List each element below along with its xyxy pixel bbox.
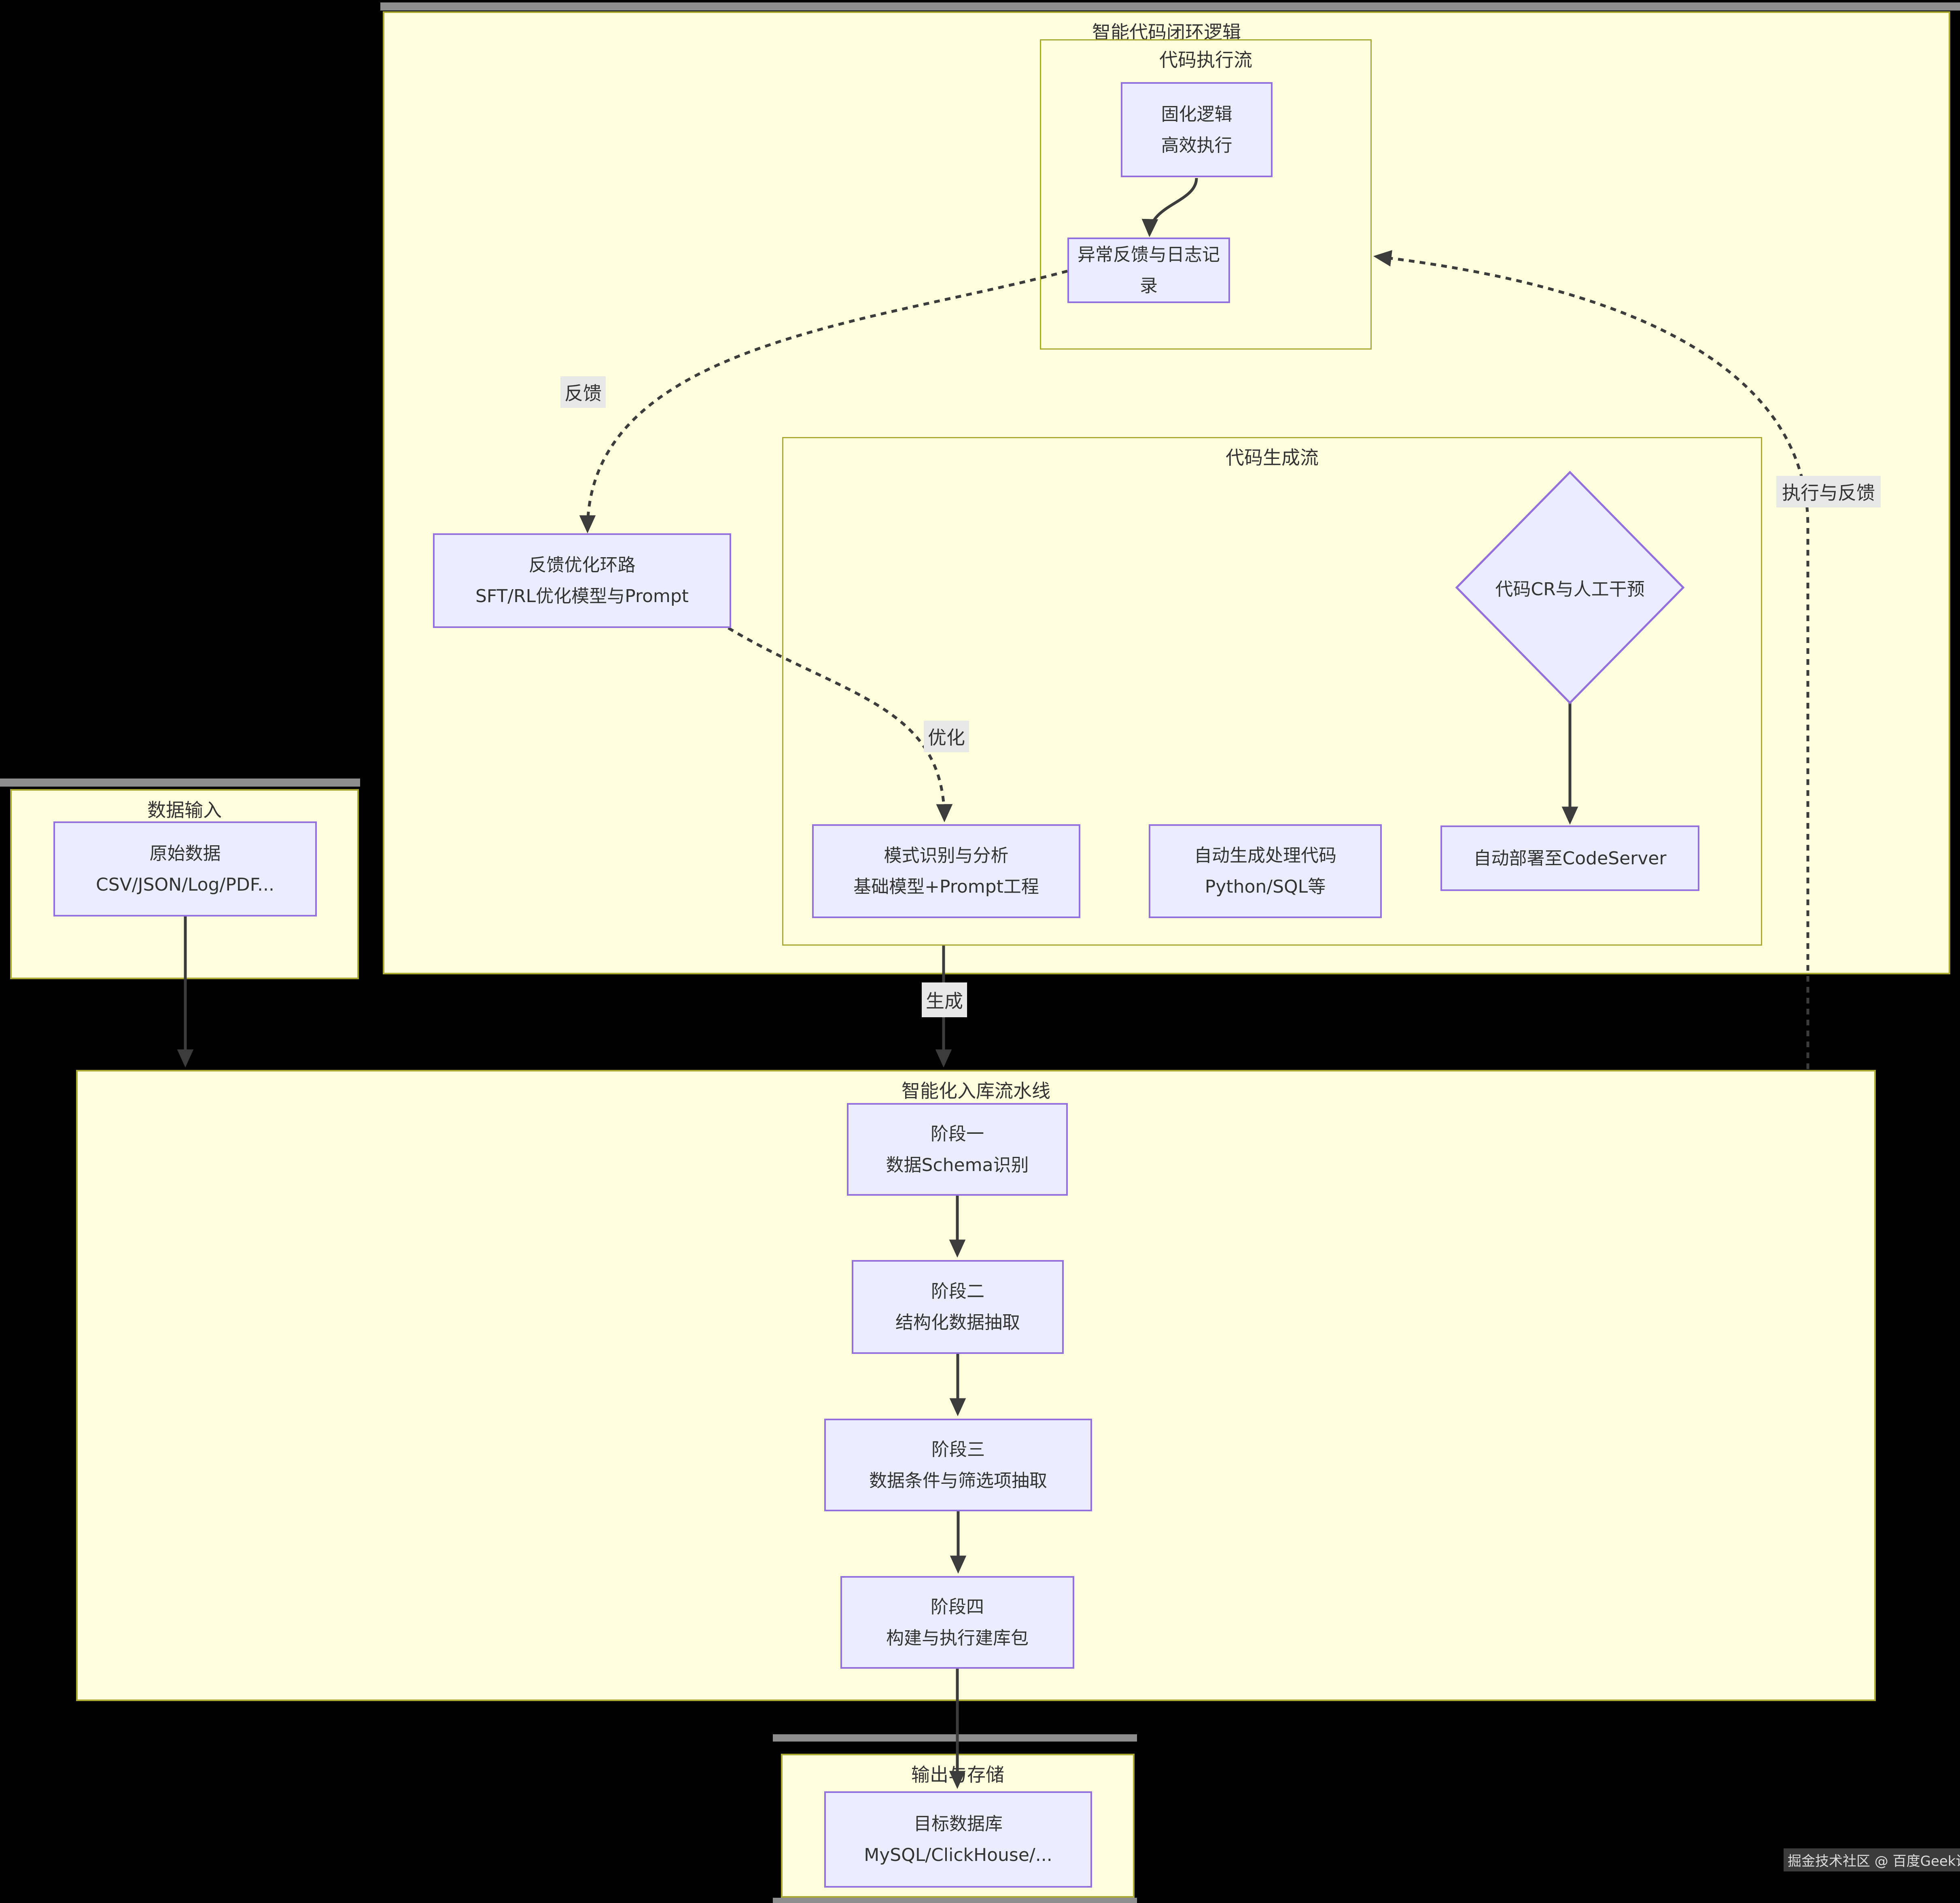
node-line: CSV/JSON/Log/PDF... (96, 874, 274, 895)
edge-label-optimize: 优化 (924, 721, 969, 752)
node-line: 高效执行 (1161, 135, 1232, 156)
node-line: 构建与执行建库包 (886, 1627, 1029, 1648)
node-line: 目标数据库 (914, 1814, 1003, 1834)
node-line: 阶段四 (931, 1596, 984, 1617)
node-line: 原始数据 (149, 843, 221, 864)
node-stage2: 阶段二 结构化数据抽取 (852, 1260, 1064, 1354)
node-line: 数据Schema识别 (886, 1154, 1029, 1175)
node-pattern-recognition: 模式识别与分析 基础模型+Prompt工程 (812, 824, 1080, 918)
node-line: Python/SQL等 (1205, 876, 1326, 897)
node-feedback-loop: 反馈优化环路 SFT/RL优化模型与Prompt (433, 533, 731, 628)
watermark-text: 掘金技术社区 @ 百度Geek说 (1784, 1848, 1960, 1871)
container-gen-flow-title: 代码生成流 (1226, 447, 1319, 469)
node-line: 反馈优化环路 (528, 555, 636, 575)
node-line: 自动部署至CodeServer (1473, 848, 1667, 869)
node-code-cr-label: 代码CR与人工干预 (1457, 558, 1683, 617)
node-stage3: 阶段三 数据条件与筛选项抽取 (824, 1419, 1092, 1511)
container-exec-flow-title: 代码执行流 (1159, 49, 1252, 71)
container-output-title: 输出与存储 (911, 1764, 1004, 1786)
edge-artifact-strip (0, 779, 360, 787)
node-line: 阶段二 (931, 1281, 984, 1302)
container-data-input-title: 数据输入 (147, 799, 222, 821)
edge-artifact-strip (773, 1734, 1137, 1742)
node-line: 数据条件与筛选项抽取 (869, 1470, 1047, 1491)
node-raw-data: 原始数据 CSV/JSON/Log/PDF... (53, 821, 317, 916)
container-pipeline-title: 智能化入库流水线 (902, 1080, 1050, 1102)
node-line: 模式识别与分析 (884, 845, 1009, 866)
edge-artifact-strip (380, 2, 1960, 11)
node-stage1: 阶段一 数据Schema识别 (847, 1103, 1068, 1196)
node-line: MySQL/ClickHouse/... (864, 1845, 1052, 1865)
node-line: 代码CR与人工干预 (1495, 579, 1645, 600)
edge-label-generate: 生成 (922, 982, 967, 1017)
edge-label-feedback: 反馈 (560, 376, 606, 408)
node-target-db: 目标数据库 MySQL/ClickHouse/... (824, 1791, 1092, 1888)
node-line: 基础模型+Prompt工程 (853, 876, 1039, 897)
node-exception-log: 异常反馈与日志记录 (1067, 238, 1230, 303)
node-line: 异常反馈与日志记录 (1078, 244, 1220, 296)
node-solidified-logic: 固化逻辑 高效执行 (1121, 82, 1273, 177)
node-deploy-codeserver: 自动部署至CodeServer (1440, 825, 1699, 891)
node-line: 固化逻辑 (1161, 104, 1232, 125)
node-stage4: 阶段四 构建与执行建库包 (840, 1576, 1074, 1669)
edge-label-exec-feedback: 执行与反馈 (1776, 476, 1881, 507)
node-line: 阶段三 (931, 1439, 985, 1460)
node-autogen-code: 自动生成处理代码 Python/SQL等 (1149, 824, 1382, 918)
node-line: 阶段一 (931, 1123, 984, 1144)
node-line: 自动生成处理代码 (1194, 845, 1336, 866)
edge-artifact-strip (773, 1898, 1137, 1903)
node-line: SFT/RL优化模型与Prompt (475, 586, 689, 607)
node-line: 结构化数据抽取 (895, 1312, 1020, 1333)
